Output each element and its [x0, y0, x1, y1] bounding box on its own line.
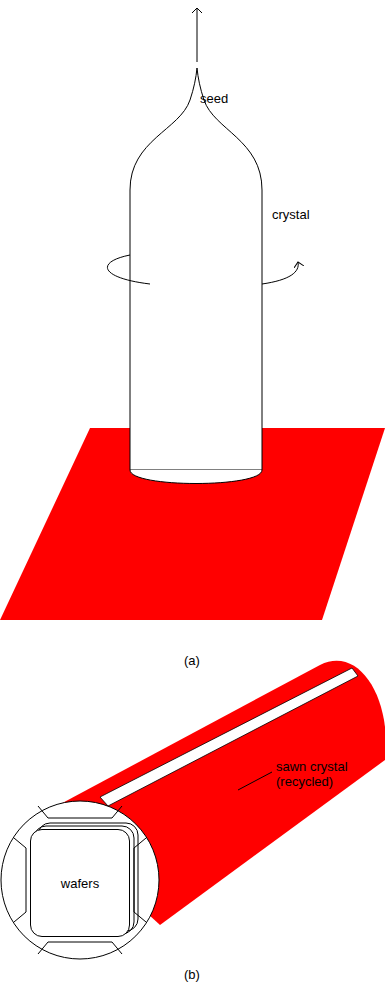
crystal-end: [1, 801, 159, 959]
figure-label: (b): [184, 968, 200, 983]
rotation-arrow: [107, 255, 150, 284]
node-text: wafers: [61, 876, 99, 891]
part-label: crystal: [272, 208, 310, 223]
cut-face: [134, 838, 146, 922]
crystal-base: [130, 470, 262, 484]
wafer-face: wafers: [30, 829, 130, 937]
figure-label: (a): [184, 654, 200, 669]
crystal-body: [130, 68, 262, 470]
cut-face: [38, 942, 122, 954]
rotation-arrow: [262, 262, 298, 284]
cut-face: [38, 806, 122, 818]
part-label: sawn crystal (recycled): [276, 760, 376, 790]
cut-face: [14, 838, 26, 922]
pull-arrow: [197, 8, 198, 62]
part-label: seed: [200, 92, 228, 107]
sawn-crystal: [40, 661, 385, 925]
leader-line: [238, 772, 272, 790]
